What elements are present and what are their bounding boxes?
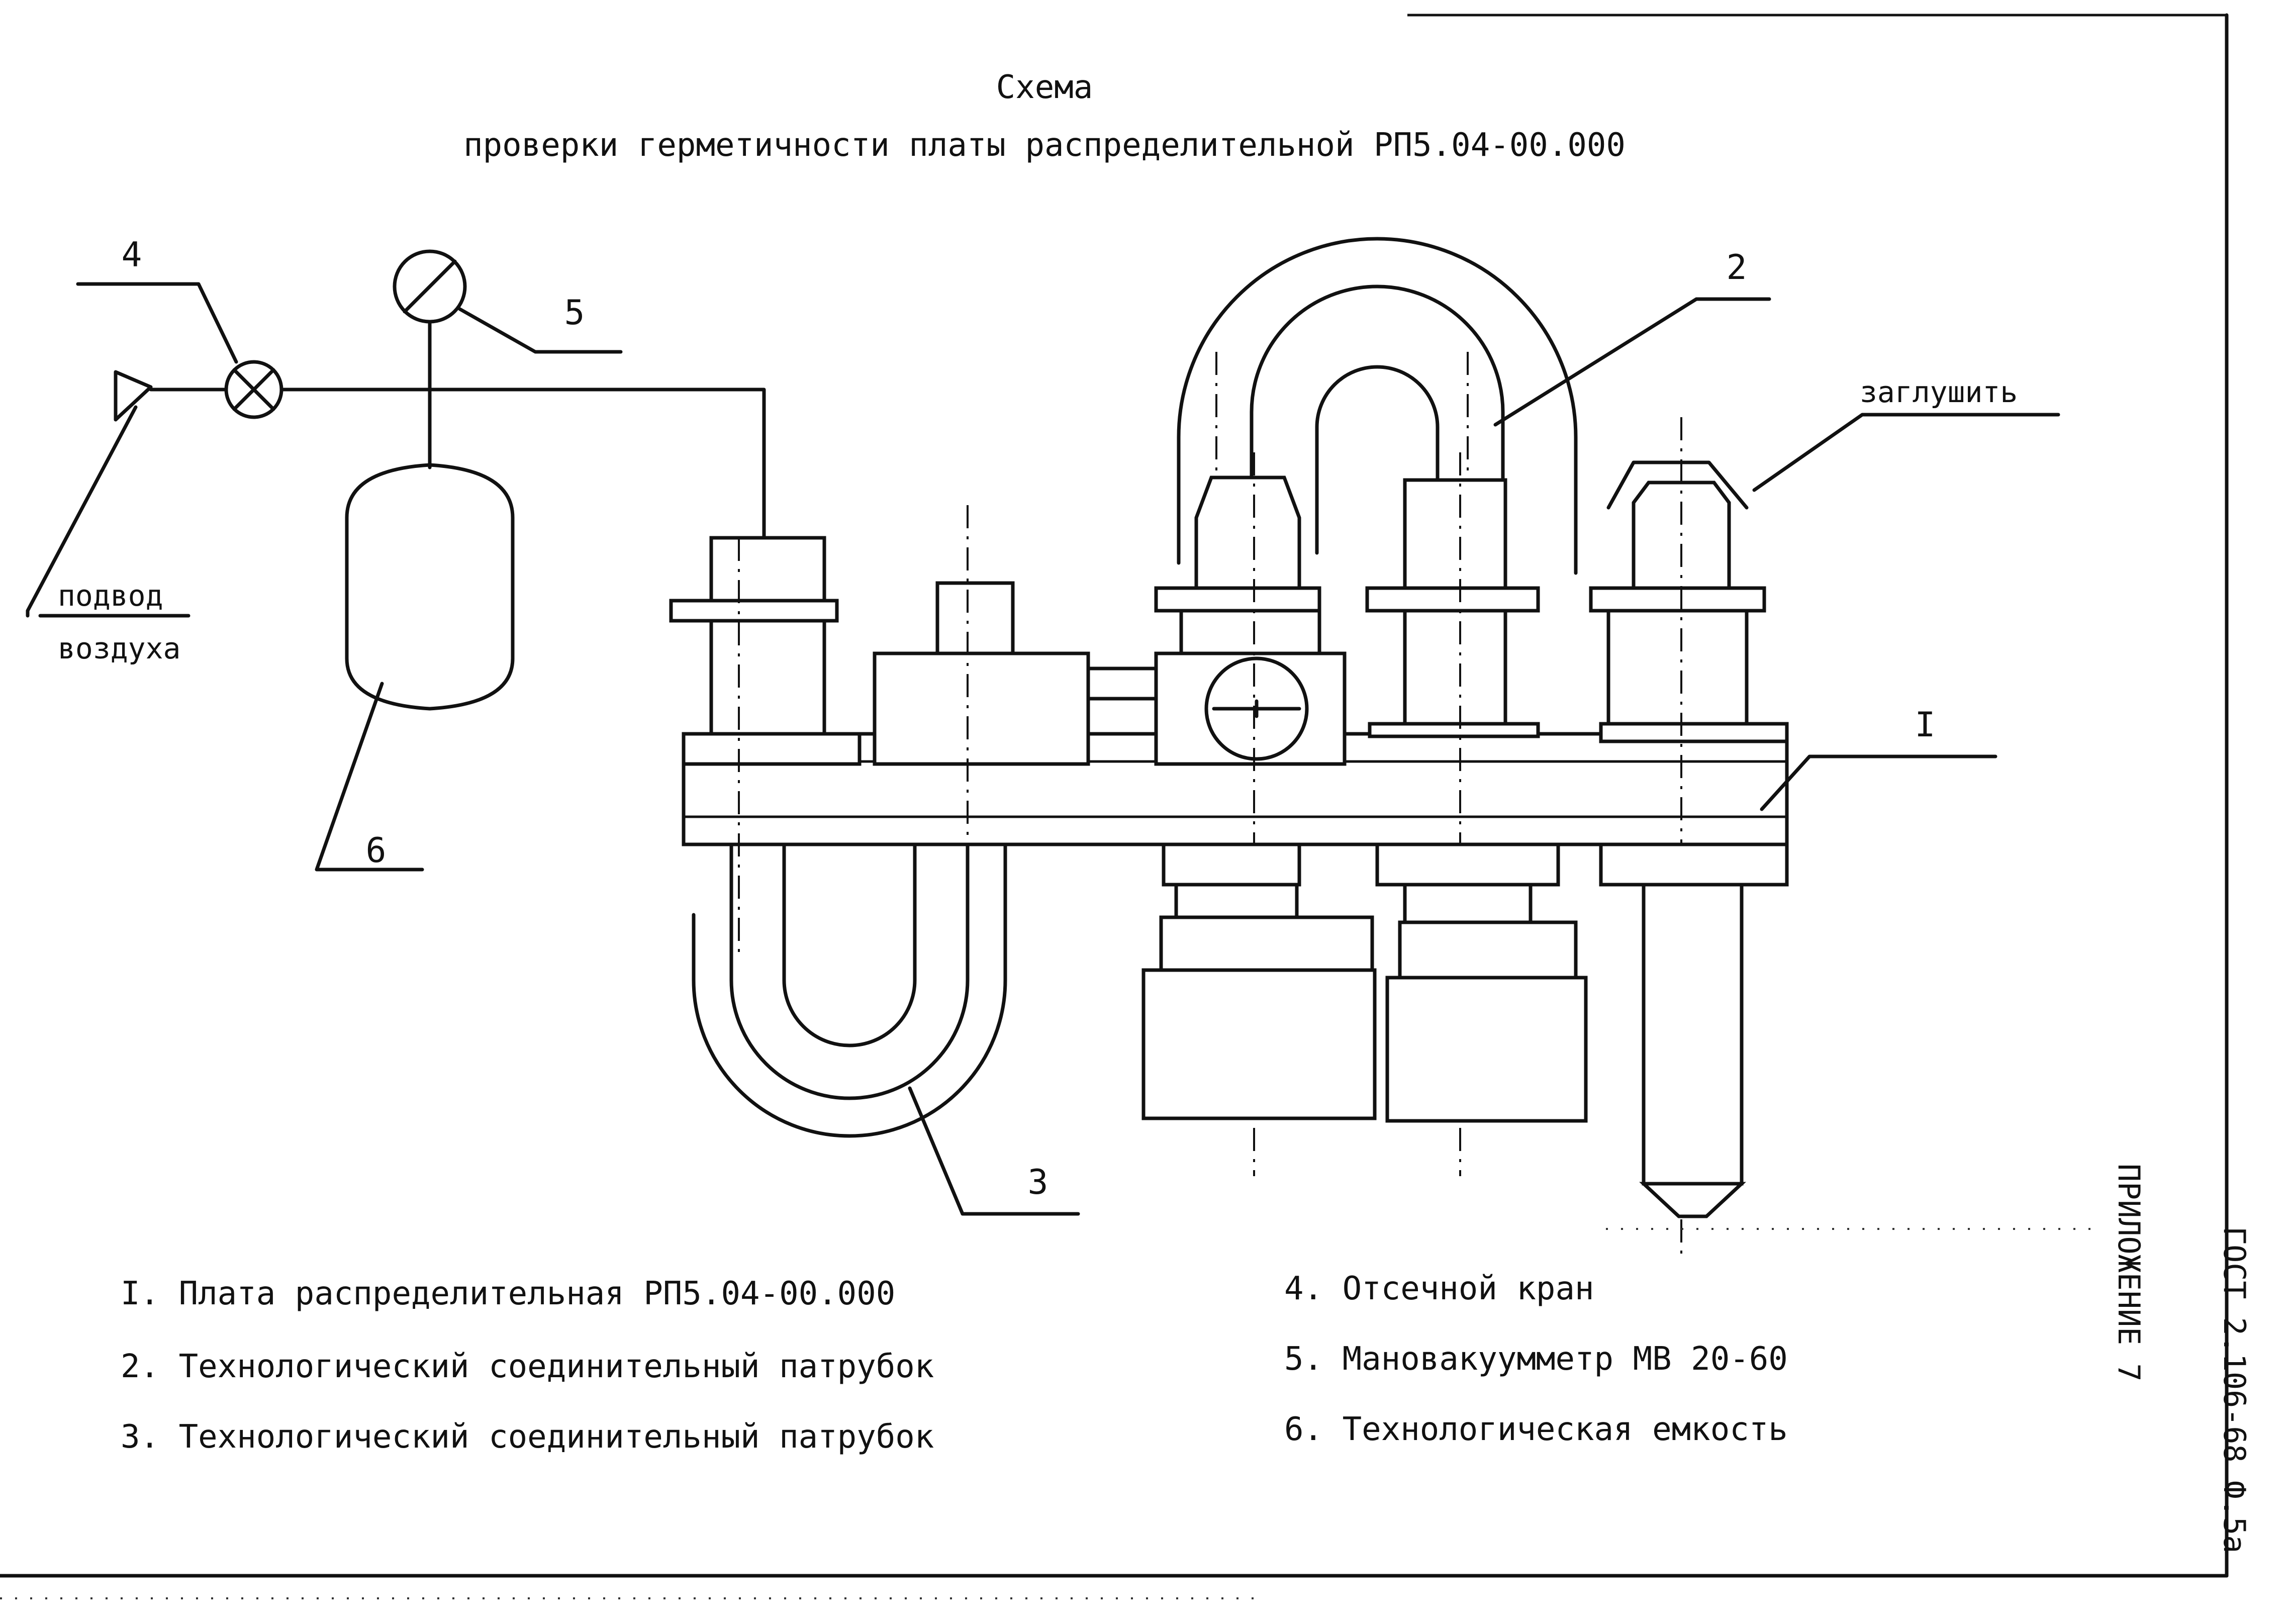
valve-body <box>1086 651 1347 766</box>
label-air-supply-1: подвод <box>58 579 163 613</box>
shutoff-valve-symbol <box>224 360 283 419</box>
callout-4: 4 <box>122 235 142 275</box>
legend-item-4: 4. Отсечной кран <box>1284 1270 1594 1307</box>
air-inlet-funnel <box>114 370 228 422</box>
callout-2: 2 <box>1727 248 1747 288</box>
legend-item-5: 5. Мановакуумметр МВ 20-60 <box>1284 1341 1788 1378</box>
callout-1: I <box>1915 705 1936 745</box>
sheet-frame <box>0 13 2229 1599</box>
standard-stamp: ГОСТ 2.106-68 Ф.5а <box>2217 1226 2252 1553</box>
plugged-fitting <box>1589 417 1789 1257</box>
callout-6: 6 <box>366 831 387 871</box>
lower-assembly-right <box>1375 842 1588 1123</box>
air-line <box>279 388 766 565</box>
legend-item-2: 2. Технологический соединительный патруб… <box>121 1348 934 1385</box>
legend-item-6: 6. Технологическая емкость <box>1284 1411 1788 1448</box>
diagram-title: Схема <box>996 69 1093 106</box>
appendix-label: ПРИЛОЖЕНИЕ 7 <box>2111 1164 2146 1381</box>
callout-3: 3 <box>1028 1163 1048 1202</box>
callout-5: 5 <box>564 293 585 333</box>
legend: I. Плата распределительная РП5.04-00.000… <box>121 1270 1788 1456</box>
legend-item-1: I. Плата распределительная РП5.04-00.000 <box>121 1275 895 1312</box>
lower-assembly-left <box>1141 842 1377 1120</box>
fitting-left <box>669 536 862 955</box>
pressure-gauge-symbol <box>393 249 467 469</box>
label-plug: заглушить <box>1860 375 2018 409</box>
label-air-supply-2: воздуха <box>58 631 180 665</box>
diagram-subtitle: проверки герметичности платы распределит… <box>463 127 1626 164</box>
technological-vessel <box>345 463 515 711</box>
fitting-top-left <box>1154 452 1321 1176</box>
lower-nozzle <box>1599 842 1789 1218</box>
fitting-center-left <box>873 505 1090 955</box>
leader-lines <box>26 282 2060 1216</box>
connector-pipe-bottom <box>692 842 1007 1138</box>
legend-item-3: 3. Технологический соединительный патруб… <box>121 1418 934 1456</box>
